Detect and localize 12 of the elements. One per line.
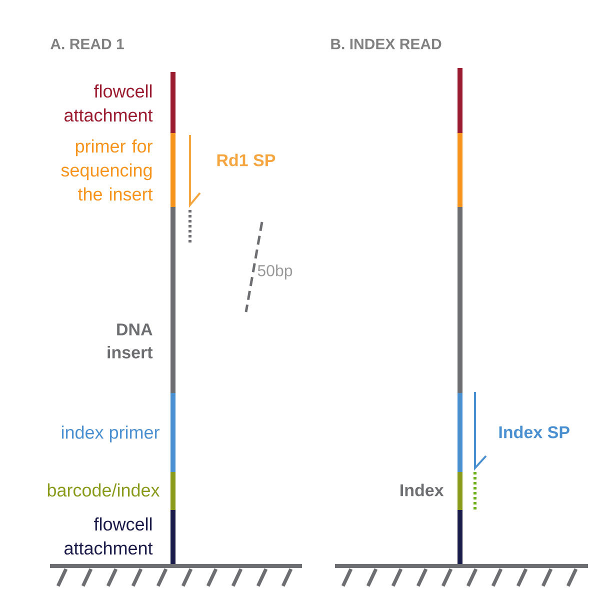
panel-heading: A. READ 1 [50,38,124,50]
segment-label: primer for sequencing the insert [61,139,153,201]
segment-label: barcode/index [48,483,160,497]
segment-label: Index [400,484,444,496]
segment-label: flowcell attachment [64,84,153,122]
panel-heading: B. INDEX READ [331,38,442,50]
primer-label: Index SP [499,426,570,438]
segment-label: index primer [62,426,160,442]
length-label: 50bp [258,264,292,280]
segment-label: flowcell attachment [64,517,153,555]
segment-label: DNA insert [108,324,153,358]
primer-label: Rd1 SP [217,154,276,166]
